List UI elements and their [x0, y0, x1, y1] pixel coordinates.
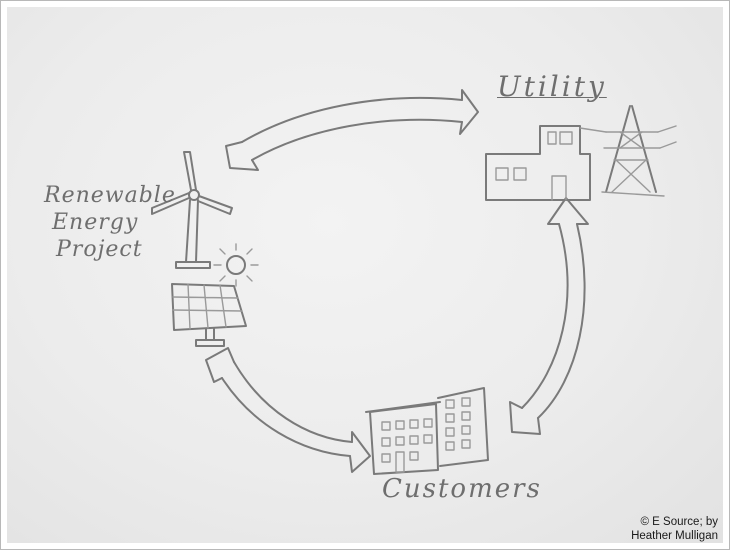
customers-label: Customers [382, 474, 542, 504]
credit-line1: © E Source; by [640, 516, 718, 528]
credit-line2: Heather Mulligan [631, 530, 718, 542]
image-credit: © E Source; by Heather Mulligan [631, 515, 718, 543]
utility-building-icon [485, 125, 591, 201]
arrow-utility-customers [509, 197, 589, 435]
utility-label: Utility [497, 70, 607, 103]
renewable-label-line3: Project [56, 237, 143, 262]
wind-turbine-icon [151, 151, 233, 269]
renewable-label-line2: Energy [52, 210, 139, 235]
sun-icon [213, 243, 259, 287]
renewable-label-line1: Renewable [44, 183, 176, 208]
paper-background [7, 7, 723, 543]
solar-panel-icon [171, 283, 247, 347]
transmission-tower-icon [579, 105, 677, 197]
arrow-renewable-utility [225, 89, 479, 171]
arrow-customers-renewable [205, 347, 371, 473]
renewable-energy-project-label: Renewable Energy Project [44, 182, 184, 263]
office-buildings-icon [365, 387, 489, 475]
